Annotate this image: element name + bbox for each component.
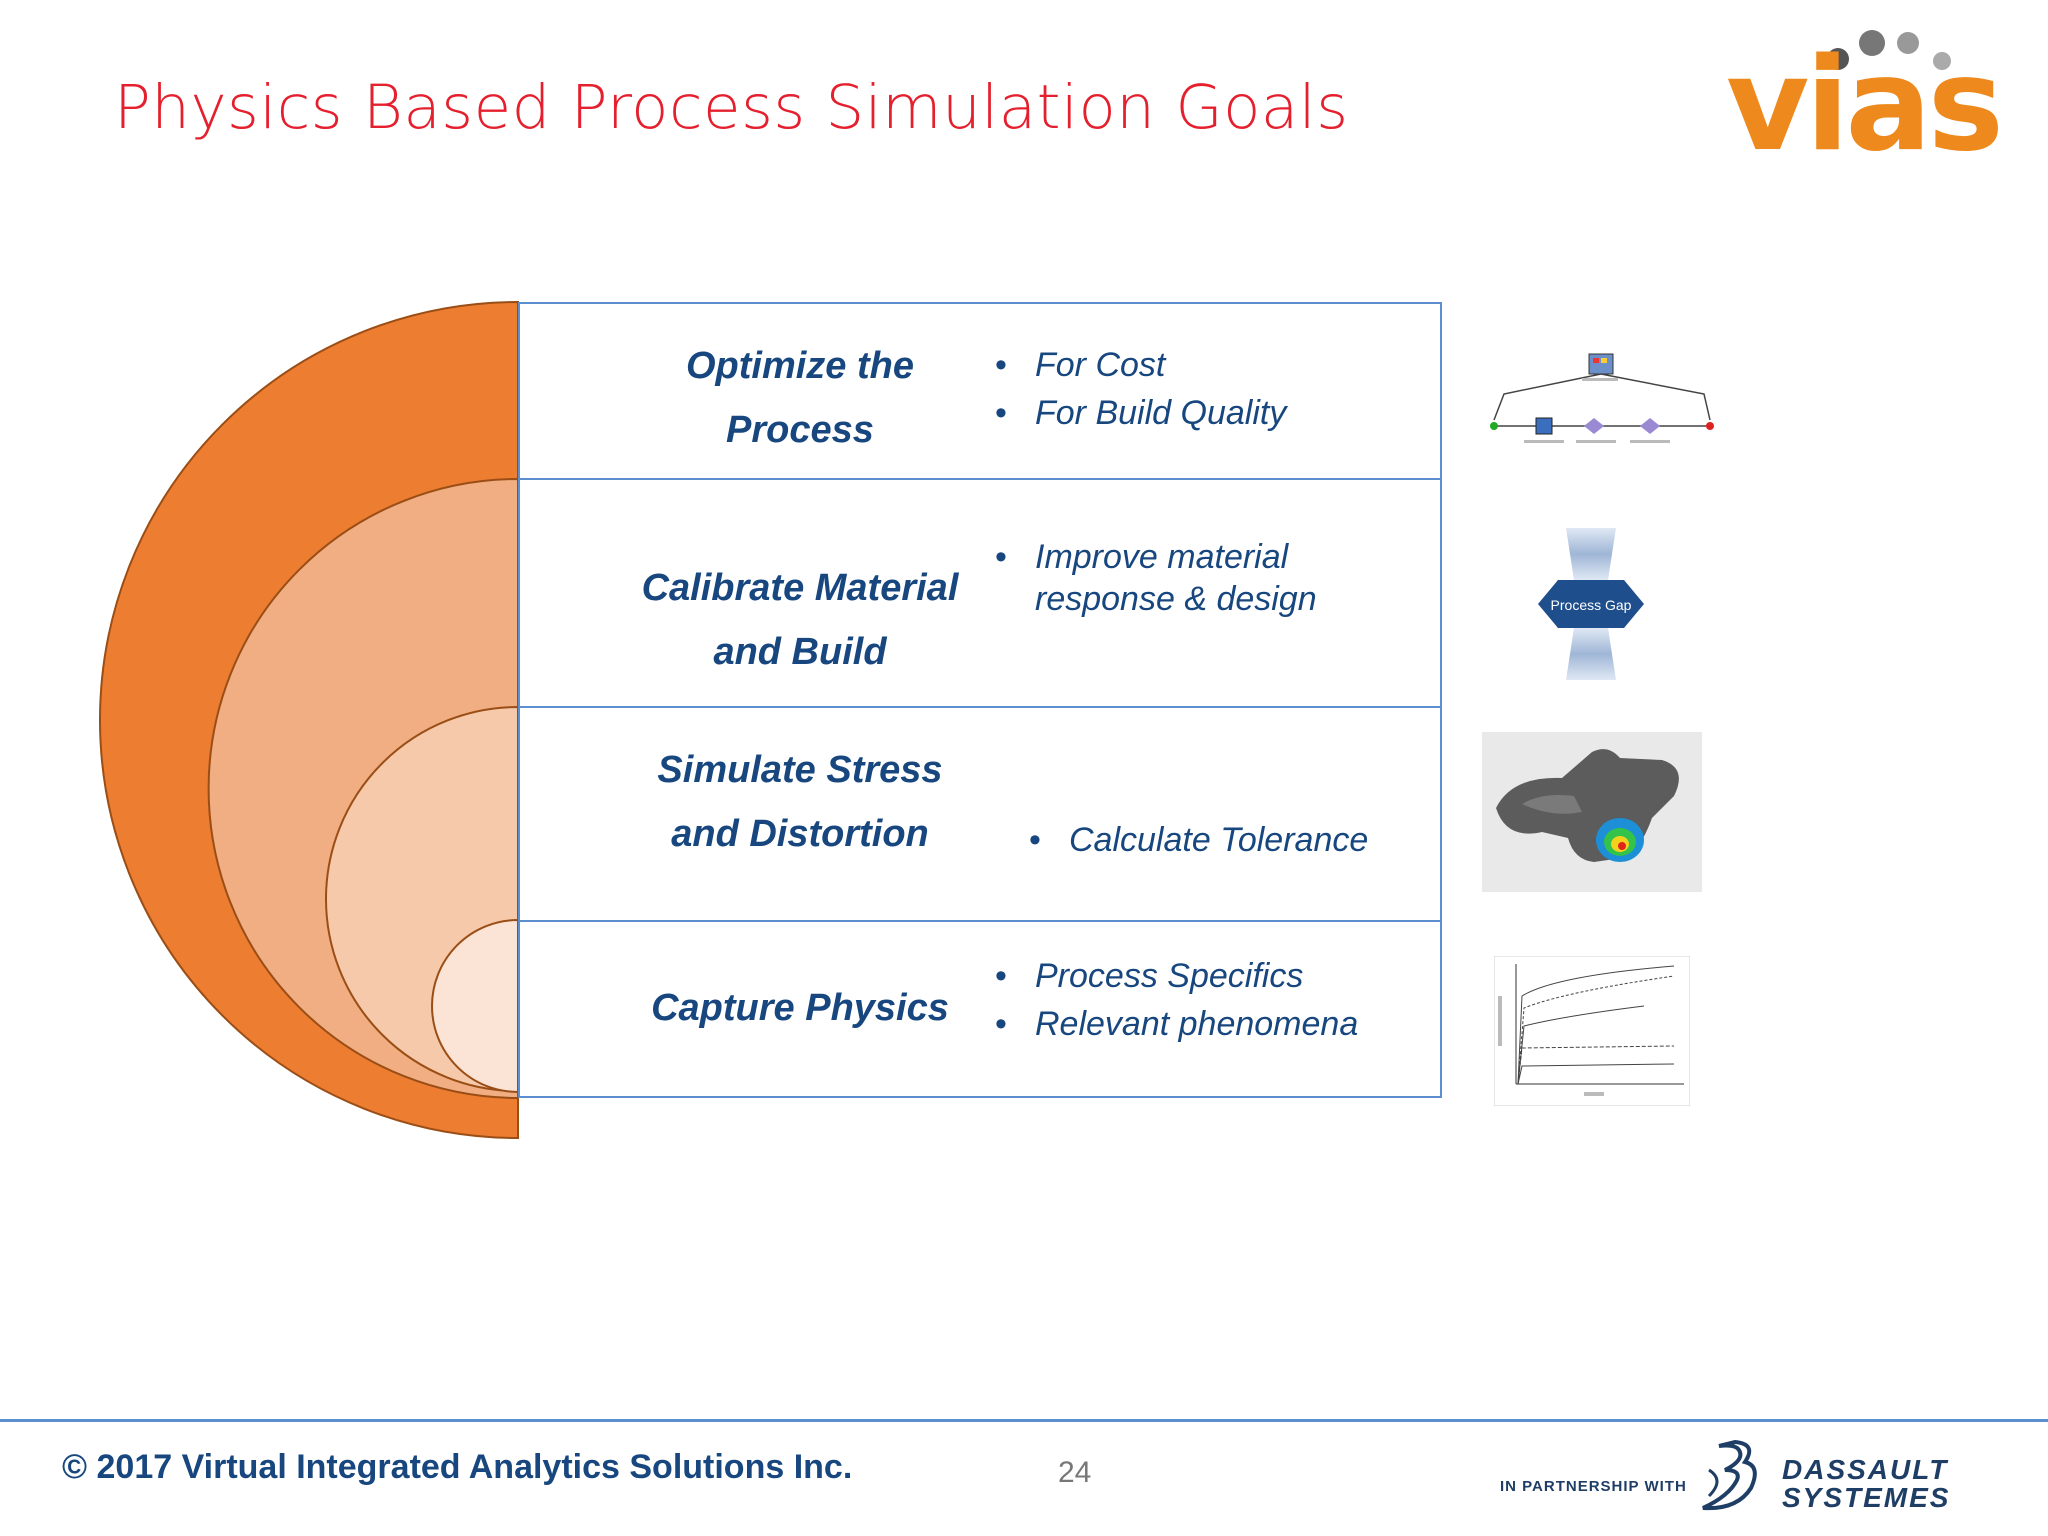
bullet-list-optimize: For Cost For Build Quality <box>995 344 1286 434</box>
bullet-item: Process Specifics <box>995 955 1358 997</box>
row-title-calibrate: Calibrate Material and Build <box>620 556 980 684</box>
bullet-item: Calculate Tolerance <box>1029 819 1368 861</box>
row-title-line: Capture Physics <box>651 987 949 1029</box>
bullet-list-simulate: Calculate Tolerance <box>1029 819 1368 861</box>
vias-logo-text: vias <box>1726 31 2004 180</box>
arc-inner <box>431 918 519 1094</box>
row-title-line: Calibrate Material <box>641 567 959 609</box>
row-title-line: Process <box>726 409 874 451</box>
row-title-line: and Build <box>713 631 887 673</box>
dassault-3ds-logo-icon <box>1702 1439 1757 1511</box>
row-title-simulate: Simulate Stress and Distortion <box>620 738 980 866</box>
row-title-capture: Capture Physics <box>620 976 980 1040</box>
process-gap-diagram-icon: Process Gap <box>1538 528 1644 680</box>
bullet-item: Improve material response & design <box>995 536 1317 620</box>
row-title-line: Simulate Stress <box>657 749 943 791</box>
stress-strain-chart-icon <box>1494 956 1690 1106</box>
partnership-label: IN PARTNERSHIP WITH <box>1500 1478 1687 1495</box>
row-title-line: Optimize the <box>685 345 915 387</box>
process-workflow-diagram-icon <box>1464 334 1740 472</box>
bullet-list-capture: Process Specifics Relevant phenomena <box>995 955 1358 1045</box>
footer-divider <box>0 1419 2048 1422</box>
row-title-optimize: Optimize the Process <box>620 334 980 462</box>
row-title-line: and Distortion <box>671 813 929 855</box>
stress-contour-part-icon <box>1482 732 1702 892</box>
page-number: 24 <box>1058 1456 1092 1489</box>
slide-title: Physics Based Process Simulation Goals <box>114 72 1349 143</box>
copyright-text: © 2017 Virtual Integrated Analytics Solu… <box>62 1448 853 1486</box>
bullet-list-calibrate: Improve material response & design <box>995 536 1317 620</box>
goal-row-optimize <box>518 302 1442 480</box>
bullet-item: For Cost <box>995 344 1286 386</box>
bullet-item: Relevant phenomena <box>995 1003 1358 1045</box>
goal-row-simulate <box>518 706 1442 922</box>
bullet-item: For Build Quality <box>995 392 1286 434</box>
vias-logo-dots-icon <box>1827 30 1951 70</box>
dassault-name-line2: SYSTEMES <box>1782 1482 1951 1513</box>
dassault-name-line1: DASSAULT <box>1782 1454 1949 1485</box>
process-gap-label: Process Gap <box>1551 597 1632 613</box>
